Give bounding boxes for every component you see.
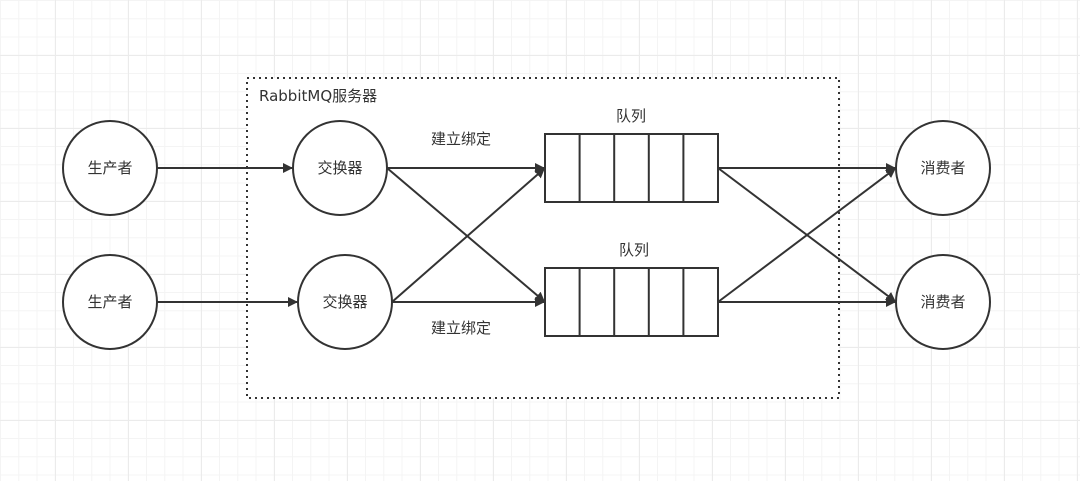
exchange-label: 交换器 xyxy=(317,159,362,177)
exchange-label: 交换器 xyxy=(322,293,367,311)
consumer-label: 消费者 xyxy=(920,293,965,311)
producer-node[interactable]: 生产者 xyxy=(62,254,158,350)
queue-node[interactable]: 队列 xyxy=(544,107,719,203)
consumer-label: 消费者 xyxy=(920,159,965,177)
edge-e2-to-q1 xyxy=(391,167,546,303)
producer-label: 生产者 xyxy=(87,293,132,311)
edges xyxy=(157,163,897,307)
binding-label: 建立绑定 xyxy=(431,319,491,337)
exchange-node[interactable]: 交换器 xyxy=(292,120,388,216)
queue-label: 队列 xyxy=(616,107,646,125)
binding-label: 建立绑定 xyxy=(431,130,491,148)
consumer-node[interactable]: 消费者 xyxy=(895,120,991,216)
queue-label: 队列 xyxy=(619,241,649,259)
exchange-node[interactable]: 交换器 xyxy=(297,254,393,350)
edge-e1-to-q2 xyxy=(386,167,546,303)
edge-q2-to-c1 xyxy=(717,167,897,303)
producer-label: 生产者 xyxy=(87,159,132,177)
queue-node[interactable]: 队列 xyxy=(544,241,719,337)
producer-node[interactable]: 生产者 xyxy=(62,120,158,216)
consumer-node[interactable]: 消费者 xyxy=(895,254,991,350)
server-title: RabbitMQ服务器 xyxy=(259,87,377,105)
